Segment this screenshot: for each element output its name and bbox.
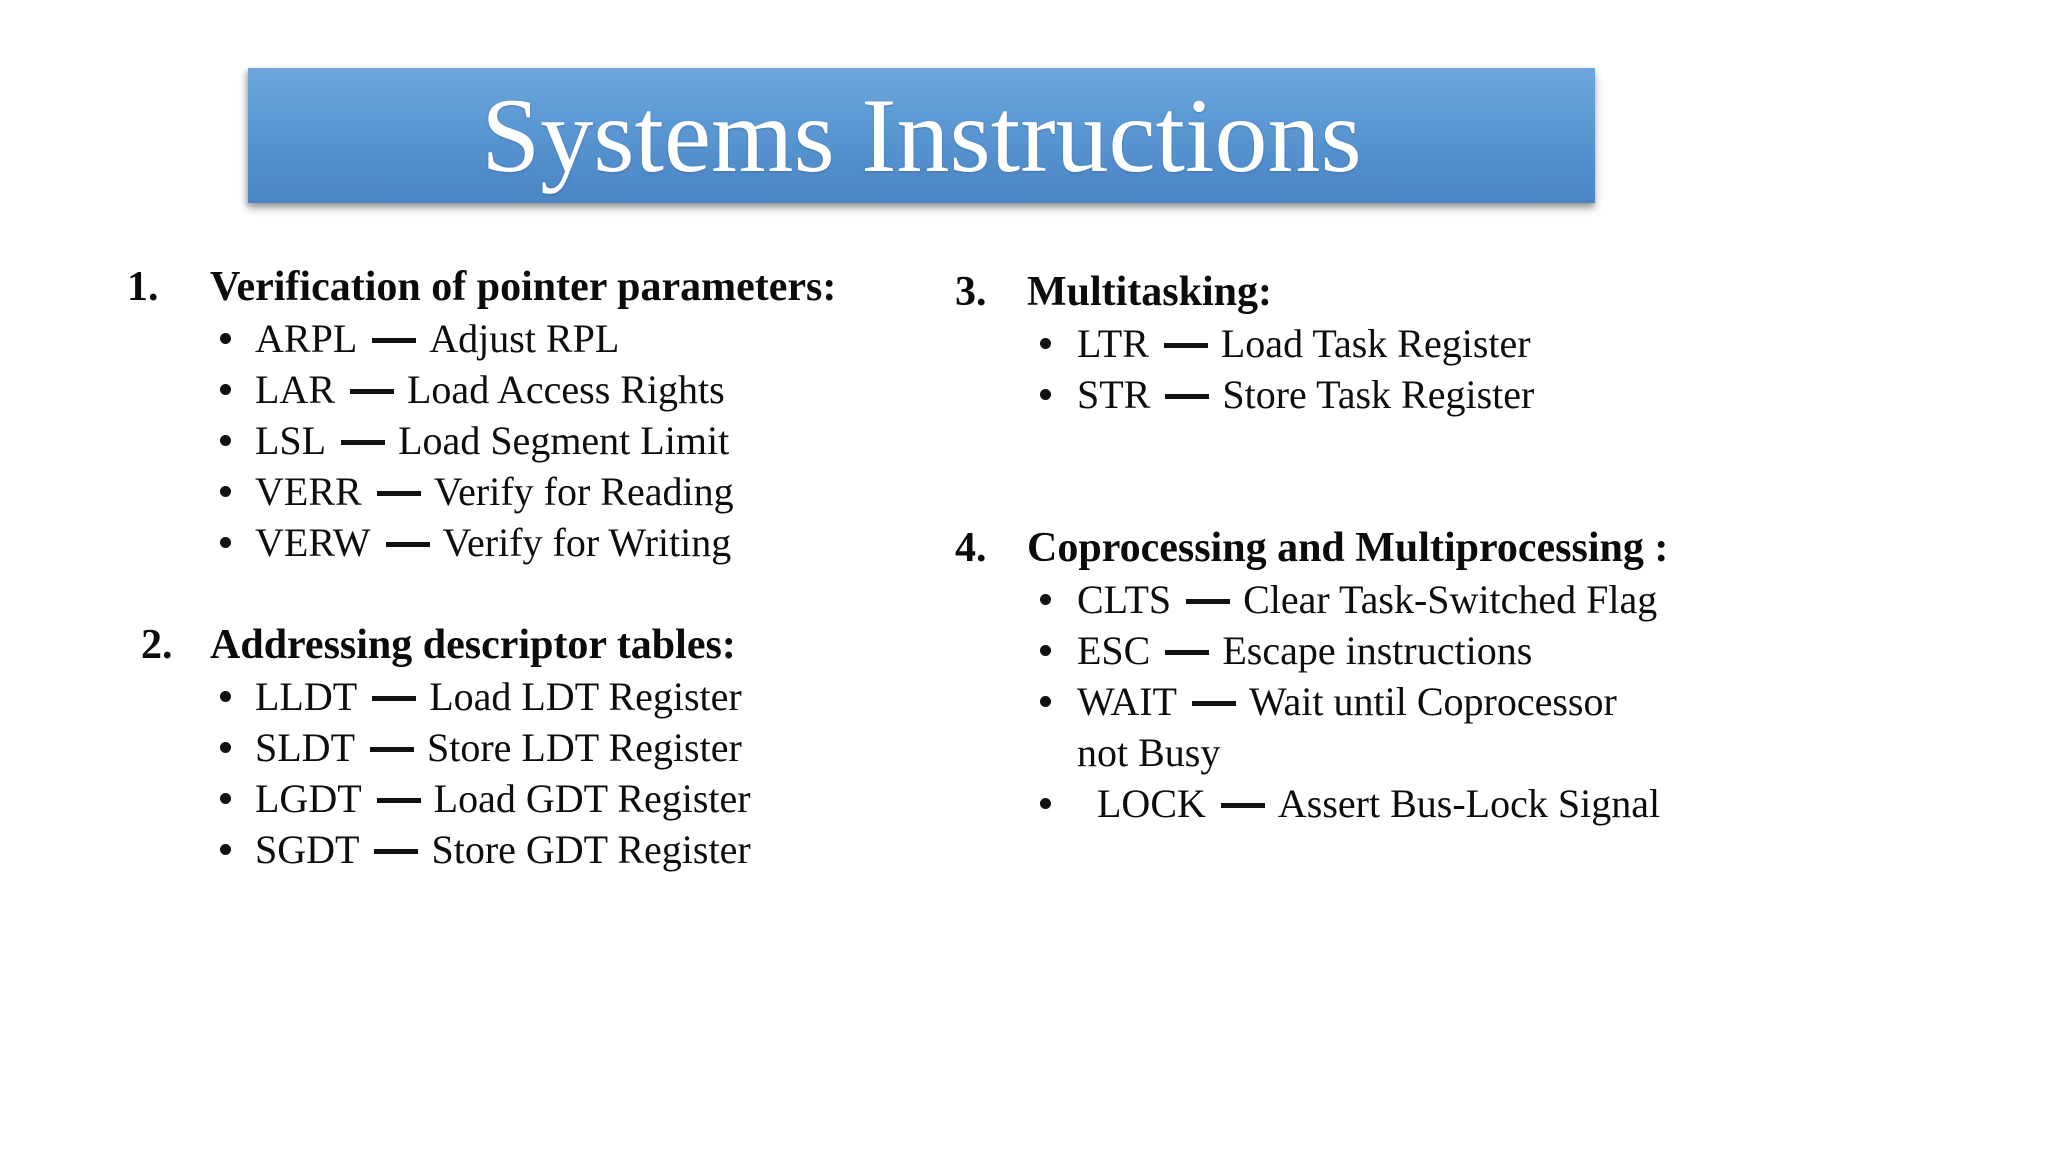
instruction-mnemonic: SLDT: [255, 725, 355, 770]
instruction-description: Load Task Register: [1220, 321, 1531, 366]
dash-line: [350, 389, 394, 395]
section-number: 1.: [127, 264, 159, 310]
dash-line: [1163, 343, 1208, 349]
section-heading-row: 1. Verification of pointer parameters:: [127, 262, 957, 313]
instruction-description: Wait until Coprocessor not Busy: [1077, 679, 1617, 775]
bullet-icon: [1040, 798, 1051, 809]
list-item: SLDT Store LDT Register: [127, 722, 907, 773]
instruction-list: LTR Load Task Register STR Store Task Regi…: [955, 318, 1677, 420]
instruction-description: Store LDT Register: [427, 725, 742, 770]
bullet-icon: [220, 537, 231, 548]
list-item: STR Store Task Register: [955, 369, 1677, 420]
instruction-mnemonic: CLTS: [1077, 577, 1172, 622]
bullet-icon: [1040, 594, 1051, 605]
dash-line: [372, 696, 417, 702]
list-item: ARPL Adjust RPL: [127, 313, 907, 364]
dash-line: [1186, 599, 1231, 605]
slide-title: Systems Instructions: [481, 76, 1362, 194]
section-heading-row: 2. Addressing descriptor tables:: [127, 620, 957, 671]
list-item: LTR Load Task Register: [955, 318, 1677, 369]
instruction-description: Verify for Reading: [433, 469, 734, 514]
dash-line: [1191, 701, 1236, 707]
instruction-description: Verify for Writing: [442, 520, 732, 565]
dash-line: [374, 849, 419, 855]
dash-line: [1165, 650, 1210, 656]
section-coprocessing: 4. Coprocessing and Multiprocessing : CL…: [955, 523, 1835, 829]
instruction-mnemonic: LGDT: [255, 776, 362, 821]
instruction-description: Load Segment Limit: [398, 418, 730, 463]
instruction-mnemonic: LSL: [255, 418, 327, 463]
instruction-description: Clear Task-Switched Flag: [1243, 577, 1658, 622]
bullet-icon: [1040, 645, 1051, 656]
section-heading-row: 3. Multitasking:: [955, 267, 1835, 318]
instruction-mnemonic: ARPL: [255, 316, 358, 361]
instruction-mnemonic: VERW: [255, 520, 371, 565]
instruction-description: Assert Bus-Lock Signal: [1277, 781, 1661, 826]
right-column: 3. Multitasking: LTR Load Task Register S…: [955, 267, 1835, 829]
list-item: VERR Verify for Reading: [127, 466, 907, 517]
bullet-icon: [220, 384, 231, 395]
section-heading: Multitasking:: [1027, 269, 1273, 315]
bullet-icon: [1040, 338, 1051, 349]
instruction-mnemonic: SGDT: [255, 827, 360, 872]
section-heading: Verification of pointer parameters:: [210, 264, 837, 310]
list-item: LAR Load Access Rights: [127, 364, 907, 415]
dash-line: [376, 798, 421, 804]
list-item: VERW Verify for Writing: [127, 517, 907, 568]
list-item: CLTS Clear Task-Switched Flag: [955, 574, 1677, 625]
section-number: 4.: [955, 525, 987, 571]
section-heading: Coprocessing and Multiprocessing :: [1027, 525, 1669, 571]
dash-line: [1165, 394, 1210, 400]
section-verification: 1. Verification of pointer parameters: A…: [127, 262, 957, 568]
instruction-mnemonic: LLDT: [255, 674, 358, 719]
section-number: 2.: [141, 622, 173, 668]
bullet-icon: [220, 486, 231, 497]
section-heading: Addressing descriptor tables:: [210, 622, 736, 668]
section-number: 3.: [955, 269, 987, 315]
instruction-mnemonic: STR: [1077, 372, 1151, 417]
instruction-list: LLDT Load LDT Register SLDT Store LDT Regi…: [127, 671, 907, 875]
list-item: LOCK Assert Bus-Lock Signal: [955, 778, 1677, 829]
instruction-description: Store GDT Register: [431, 827, 751, 872]
section-heading-row: 4. Coprocessing and Multiprocessing :: [955, 523, 1835, 574]
instruction-mnemonic: LAR: [255, 367, 335, 412]
bullet-icon: [1040, 389, 1051, 400]
instruction-description: Load LDT Register: [429, 674, 742, 719]
section-multitasking: 3. Multitasking: LTR Load Task Register S…: [955, 267, 1835, 420]
bullet-icon: [220, 435, 231, 446]
instruction-description: Escape instructions: [1222, 628, 1533, 673]
list-item: LSL Load Segment Limit: [127, 415, 907, 466]
instruction-list: ARPL Adjust RPL LAR Load Access Rights LSL…: [127, 313, 907, 568]
bullet-icon: [1040, 696, 1051, 707]
list-item: LLDT Load LDT Register: [127, 671, 907, 722]
instruction-mnemonic: LTR: [1077, 321, 1149, 366]
instruction-mnemonic: ESC: [1077, 628, 1151, 673]
instruction-description: Load GDT Register: [433, 776, 751, 821]
dash-line: [385, 542, 430, 548]
instruction-mnemonic: LOCK: [1097, 781, 1206, 826]
instruction-mnemonic: VERR: [255, 469, 362, 514]
bullet-icon: [220, 793, 231, 804]
bullet-icon: [220, 844, 231, 855]
instruction-list: CLTS Clear Task-Switched Flag ESC Escape i…: [955, 574, 1677, 829]
left-column: 1. Verification of pointer parameters: A…: [127, 262, 957, 875]
dash-line: [341, 440, 386, 446]
dash-line: [1220, 803, 1265, 809]
dash-line: [372, 338, 417, 344]
title-banner: Systems Instructions: [248, 68, 1595, 203]
bullet-icon: [220, 333, 231, 344]
instruction-description: Load Access Rights: [407, 367, 725, 412]
list-item: ESC Escape instructions: [955, 625, 1677, 676]
list-item: LGDT Load GDT Register: [127, 773, 907, 824]
section-addressing: 2. Addressing descriptor tables: LLDT Loa…: [127, 620, 957, 875]
instruction-description: Adjust RPL: [429, 316, 620, 361]
list-item: SGDT Store GDT Register: [127, 824, 907, 875]
bullet-icon: [220, 742, 231, 753]
bullet-icon: [220, 691, 231, 702]
dash-line: [370, 747, 414, 753]
instruction-description: Store Task Register: [1222, 372, 1535, 417]
instruction-mnemonic: WAIT: [1077, 679, 1177, 724]
dash-line: [376, 491, 421, 497]
